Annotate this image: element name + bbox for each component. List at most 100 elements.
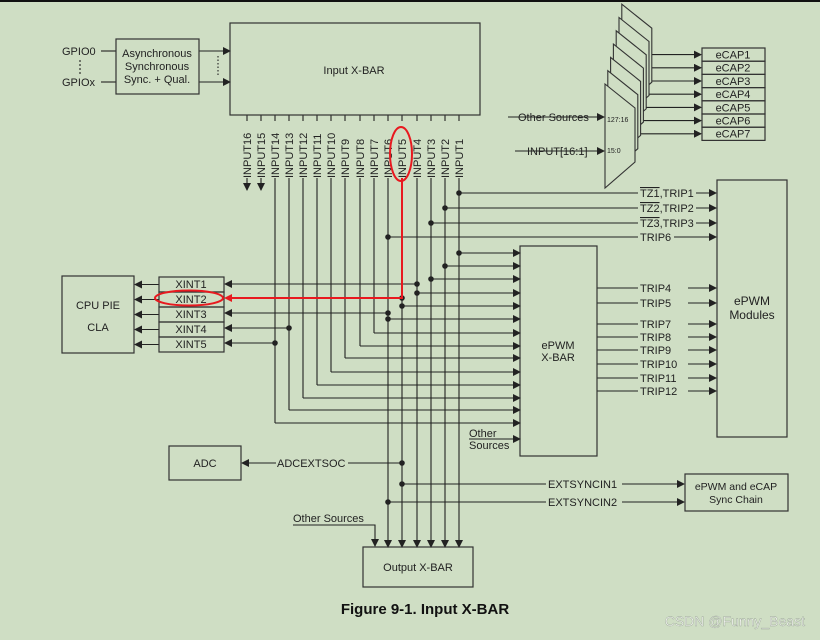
input-label-10: INPUT10 — [326, 133, 338, 178]
sync-signal-bg — [546, 477, 622, 507]
top-border — [0, 0, 820, 2]
junction-dot — [428, 220, 434, 226]
trip-label-TRIP8: TRIP8 — [640, 332, 671, 344]
xint2-highlight-ellipse — [154, 289, 224, 307]
trip-label-TRIP5: TRIP5 — [640, 298, 671, 310]
trip-label-TRIP11: TRIP11 — [640, 373, 676, 385]
junction-dot — [272, 340, 278, 346]
port-high: 127:16 — [607, 117, 629, 124]
input-label-7: INPUT7 — [369, 139, 381, 178]
tz-label-bg — [638, 202, 696, 214]
input-label-13: INPUT13 — [284, 133, 296, 178]
output-xbar-label: Output X-BAR — [383, 562, 453, 574]
input-xbar-block — [229, 22, 481, 116]
gpiox-label: GPIOx — [62, 77, 96, 89]
trip-label-bg — [638, 372, 688, 384]
tz-signal: TZ3 — [640, 218, 660, 230]
epwm-modules-block — [716, 179, 788, 438]
xint-label-2: XINT2 — [175, 294, 206, 306]
ecap-label-1: eCAP1 — [716, 50, 751, 62]
input-label-12: INPUT12 — [298, 133, 310, 178]
epwm-modules-line-1: ePWM — [734, 294, 770, 308]
input-label-16: INPUT16 — [242, 133, 254, 178]
ecap-label-4: eCAP4 — [716, 89, 751, 101]
sync-chain-line-1: ePWM and eCAP — [695, 481, 777, 493]
trip-label-TRIP7: TRIP7 — [640, 319, 671, 331]
tz-label-2: TZ2,TRIP2 — [640, 203, 694, 215]
xint2-red-arrow — [224, 294, 232, 302]
input-label-3: INPUT3 — [426, 139, 438, 178]
adc-label: ADC — [193, 458, 216, 470]
input-label-11: INPUT11 — [312, 134, 324, 178]
tz-trip: ,TRIP3 — [660, 218, 694, 230]
junction-dot — [414, 281, 420, 287]
junction-dot — [399, 460, 405, 466]
trip-label-bg — [638, 385, 688, 397]
input-label-5: INPUT5 — [397, 139, 409, 178]
output-xbar-block — [362, 546, 474, 588]
tz-trip: ,TRIP2 — [660, 203, 694, 215]
cpu-pie-cla-block — [61, 275, 135, 354]
ecap-mux-7 — [604, 82, 636, 190]
epwm-modules-line-2: Modules — [729, 308, 774, 322]
junction-dot — [414, 290, 420, 296]
junction-dot — [385, 499, 391, 505]
trip6-label: TRIP6 — [640, 232, 671, 244]
ecap-mux-stack — [604, 3, 653, 190]
cpu-line-2: CLA — [87, 322, 109, 334]
xint-label-5: XINT5 — [175, 339, 206, 351]
gpio0-label: GPIO0 — [62, 46, 96, 58]
trip-label-bg — [638, 344, 688, 356]
tz-trip: ,TRIP1 — [660, 188, 694, 200]
ecap-label-5: eCAP5 — [716, 102, 751, 114]
junction-dot — [286, 325, 292, 331]
junction-dot — [456, 250, 462, 256]
input-label-8: INPUT8 — [355, 139, 367, 178]
trip-label-bg — [638, 318, 688, 330]
ecap-label-3: eCAP3 — [716, 76, 751, 88]
adcextsoc-label: ADCEXTSOC — [277, 458, 346, 470]
input-label-14: INPUT14 — [270, 133, 282, 178]
trip-label-bg — [638, 331, 688, 343]
output-other-sources: Other Sources — [293, 513, 364, 525]
tz-label-3: TZ3,TRIP3 — [640, 218, 694, 230]
sync-chain-block — [684, 473, 789, 512]
junction-dot — [442, 205, 448, 211]
ecap-other-sources: Other Sources — [518, 112, 589, 124]
junction-dot — [385, 310, 391, 316]
xint-label-3: XINT3 — [175, 309, 206, 321]
tz-label-bg — [638, 217, 696, 229]
ecap-label-6: eCAP6 — [716, 116, 751, 128]
trip-label-TRIP9: TRIP9 — [640, 345, 671, 357]
sync-qual-block — [115, 38, 200, 95]
input-label-15: INPUT15 — [256, 133, 268, 178]
wires — [101, 47, 717, 548]
trip-label-bg — [638, 297, 688, 309]
trip-label-TRIP12: TRIP12 — [640, 386, 677, 398]
sync-line-3: Sync. + Qual. — [124, 74, 190, 86]
tz-label-bg — [638, 187, 696, 199]
trip6-label-bg — [638, 231, 674, 243]
trip-labels: TRIP4TRIP5TRIP7TRIP8TRIP9TRIP10TRIP11TRI… — [638, 187, 696, 398]
junction-dot — [399, 481, 405, 487]
xint-label-1: XINT1 — [175, 279, 206, 291]
xint-box-5 — [158, 336, 225, 353]
watermark: CSDN @Funny_Beast — [665, 613, 805, 629]
tz-label-1: TZ1,TRIP1 — [640, 188, 694, 200]
input-label-1: INPUT1 — [454, 139, 466, 178]
epwm-xbar-block — [519, 245, 598, 457]
ecap-input-bus: INPUT[16:1] — [527, 146, 588, 158]
tz-signal: TZ2 — [640, 203, 660, 215]
epwm-xbar-line-1: ePWM — [542, 340, 575, 352]
port-low: 15:0 — [607, 148, 621, 155]
junction-dot — [385, 316, 391, 322]
input5-to-xint2-path — [228, 178, 403, 299]
sync-chain-line-2: Sync Chain — [709, 494, 763, 506]
junction-dot — [428, 276, 434, 282]
sync-line-1: Asynchronous — [122, 48, 192, 60]
ecap-label-2: eCAP2 — [716, 63, 751, 75]
